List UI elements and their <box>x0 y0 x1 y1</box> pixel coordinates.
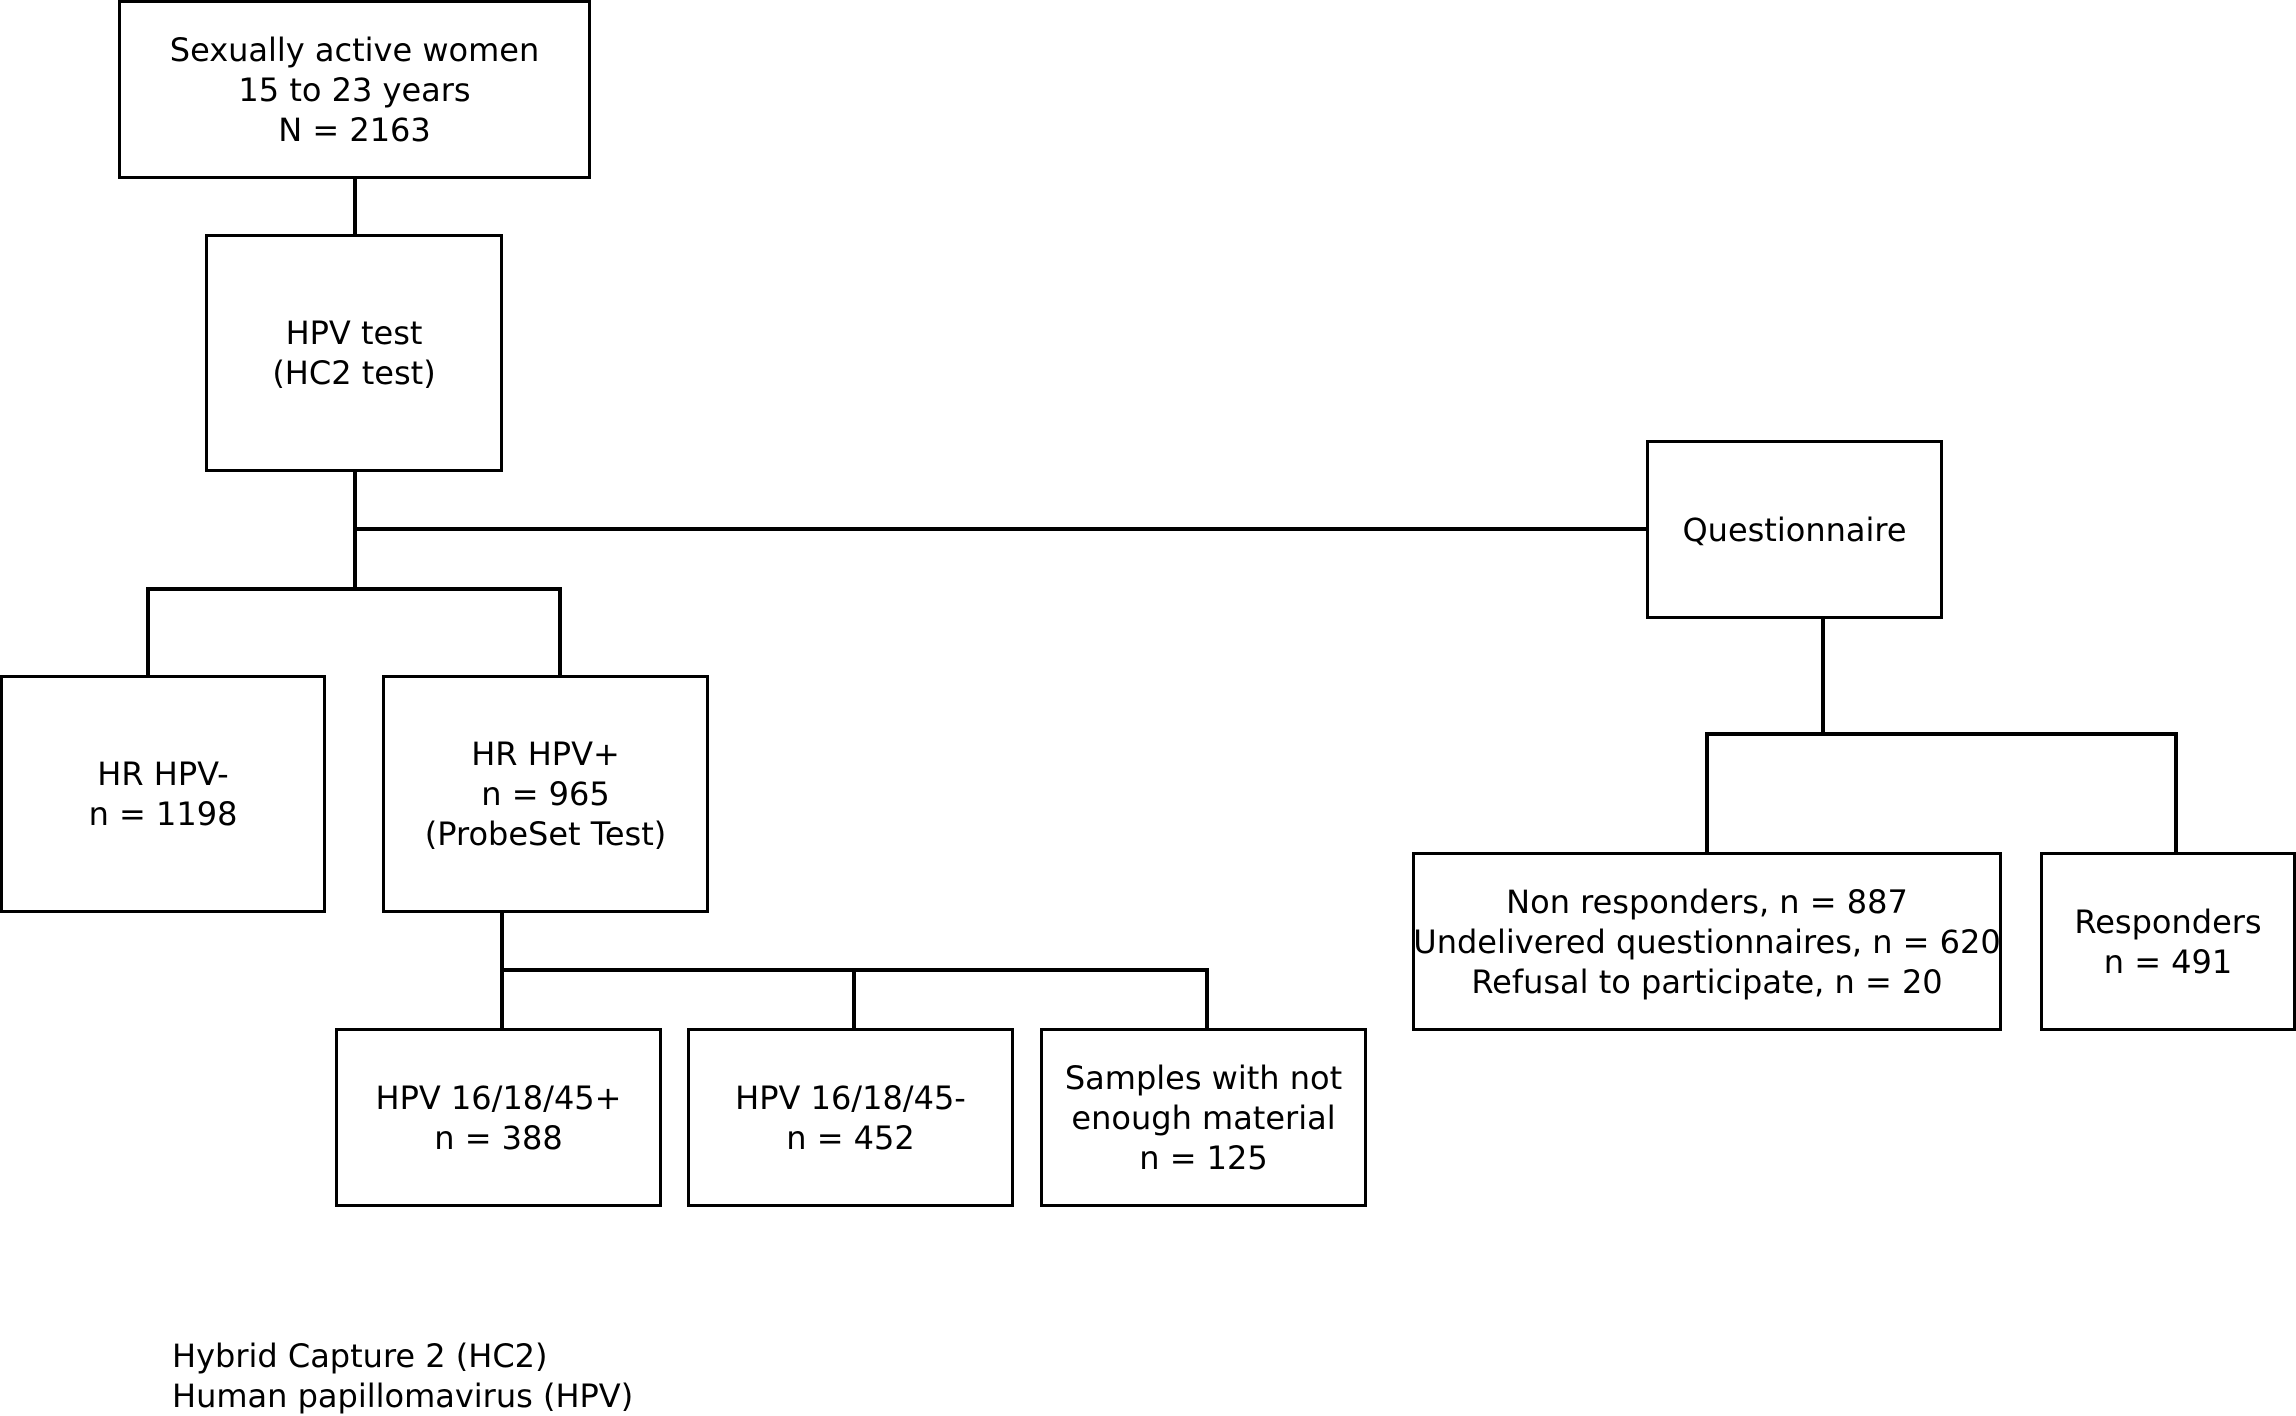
hr-hpv-positive-box: HR HPV+ n = 965 (ProbeSet Test) <box>382 675 709 913</box>
footnote-hpv: Human papillomavirus (HPV) <box>172 1377 634 1415</box>
non-responders-line-1: Non responders, n = 887 <box>1506 882 1908 921</box>
hpv-test-line-2: (HC2 test) <box>272 354 436 392</box>
non-responders-line-3: Refusal to participate, n = 20 <box>1471 962 1943 1001</box>
hpv-test-line-1: HPV test <box>285 314 423 352</box>
hr-neg-line-1: HR HPV- <box>97 755 229 793</box>
questionnaire-label: Questionnaire <box>1682 510 1907 549</box>
root-box: Sexually active women 15 to 23 years N =… <box>118 0 591 179</box>
root-line-1: Sexually active women <box>169 30 540 69</box>
hr-hpv-negative-box: HR HPV- n = 1198 <box>0 675 326 913</box>
root-line-2: 15 to 23 years <box>238 70 471 109</box>
hr-pos-line-2: n = 965 <box>481 775 610 813</box>
insufficient-line-1: Samples with not <box>1064 1058 1343 1097</box>
responders-line-1: Responders <box>2074 902 2262 941</box>
responders-box: Responders n = 491 <box>2040 852 2296 1031</box>
hpv-pos-line-1: HPV 16/18/45+ <box>375 1078 622 1117</box>
insufficient-line-3: n = 125 <box>1139 1138 1268 1177</box>
hr-pos-line-1: HR HPV+ <box>471 735 620 773</box>
hpv-neg-line-2: n = 452 <box>786 1118 915 1157</box>
hpv-pos-line-2: n = 388 <box>434 1118 563 1157</box>
hr-neg-line-2: n = 1198 <box>88 795 238 833</box>
hpv-neg-line-1: HPV 16/18/45- <box>735 1078 966 1117</box>
questionnaire-box: Questionnaire <box>1646 440 1943 619</box>
hpv-test-box: HPV test (HC2 test) <box>205 234 503 472</box>
abbreviation-footnotes: Hybrid Capture 2 (HC2) Human papillomavi… <box>172 1336 633 1416</box>
insufficient-material-box: Samples with not enough material n = 125 <box>1040 1028 1367 1207</box>
non-responders-box: Non responders, n = 887 Undelivered ques… <box>1412 852 2002 1031</box>
non-responders-line-2: Undelivered questionnaires, n = 620 <box>1413 922 2001 961</box>
hpv-16-18-45-negative-box: HPV 16/18/45- n = 452 <box>687 1028 1014 1207</box>
hpv-16-18-45-positive-box: HPV 16/18/45+ n = 388 <box>335 1028 662 1207</box>
hr-pos-line-3: (ProbeSet Test) <box>424 815 667 853</box>
insufficient-line-2: enough material <box>1071 1098 1336 1137</box>
responders-line-2: n = 491 <box>2103 942 2233 981</box>
root-line-3: N = 2163 <box>278 110 431 149</box>
footnote-hc2: Hybrid Capture 2 (HC2) <box>172 1337 548 1375</box>
